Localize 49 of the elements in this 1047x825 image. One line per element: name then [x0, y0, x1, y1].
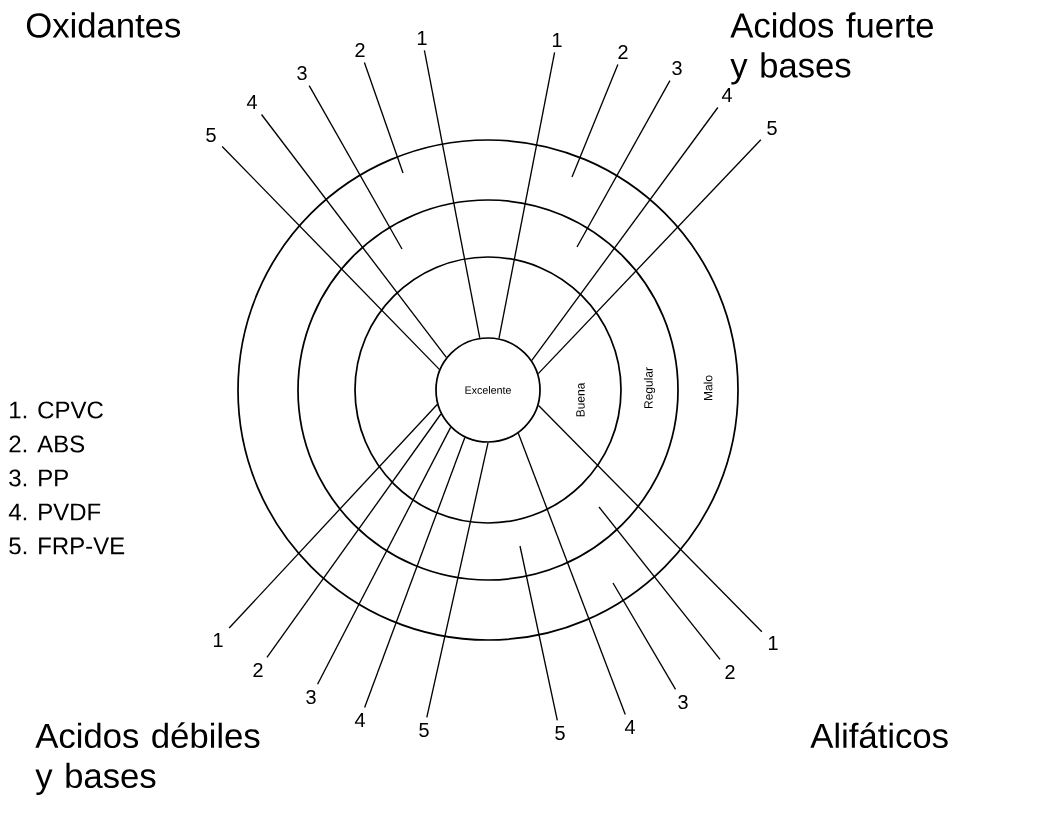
leader-line — [517, 432, 626, 716]
leader-line — [266, 413, 442, 659]
key-item: 2. ABS — [9, 435, 85, 453]
callout-number: 4 — [624, 720, 635, 734]
callout-number: 2 — [253, 663, 263, 677]
leader-line — [260, 113, 447, 359]
key-item: 5. FRP-VE — [9, 537, 125, 555]
callout-number: 2 — [618, 45, 628, 59]
leader-line — [221, 145, 440, 370]
callout-number: 2 — [355, 43, 365, 57]
callout-number: 5 — [419, 723, 429, 737]
callout-number: 5 — [555, 726, 565, 740]
leader-line — [519, 545, 558, 722]
leader-line — [363, 61, 404, 174]
leader-line — [612, 582, 677, 690]
leader-line — [537, 404, 763, 633]
leader-line — [316, 426, 452, 685]
callout-number: 3 — [672, 60, 682, 76]
key-item: 3. PP — [9, 469, 68, 487]
callout-number: 3 — [297, 65, 307, 81]
callout-number: 3 — [306, 689, 316, 705]
callout-number: 2 — [725, 665, 735, 679]
leader-line — [531, 106, 719, 362]
callout-number: 3 — [678, 694, 688, 710]
leader-line — [571, 63, 619, 178]
leader-line — [308, 85, 403, 250]
callout-number: 1 — [417, 31, 427, 45]
callout-number: 5 — [767, 121, 777, 135]
leader-line — [598, 506, 721, 661]
callout-number: 4 — [246, 95, 257, 109]
category-title: Alifáticos — [810, 722, 948, 749]
leader-line — [228, 403, 438, 629]
callout-number: 4 — [721, 88, 732, 102]
leader-line — [576, 80, 671, 248]
leader-line — [363, 436, 466, 709]
callout-number: 1 — [552, 33, 562, 47]
leader-line — [423, 49, 481, 339]
callout-number: 1 — [213, 633, 223, 647]
callout-number: 1 — [768, 636, 778, 650]
leader-line — [426, 442, 489, 719]
leader-line — [537, 139, 762, 375]
category-title: Acidos débiles y bases — [35, 722, 260, 795]
category-title: Acidos fuerte y bases — [730, 12, 933, 85]
callout-number: 5 — [206, 128, 216, 142]
key-item: 4. PVDF — [8, 503, 101, 521]
callout-number: 4 — [354, 713, 365, 727]
leader-line — [498, 51, 556, 339]
key-item: 1. CPVC — [10, 401, 103, 419]
category-title: Oxidantes — [26, 12, 181, 38]
